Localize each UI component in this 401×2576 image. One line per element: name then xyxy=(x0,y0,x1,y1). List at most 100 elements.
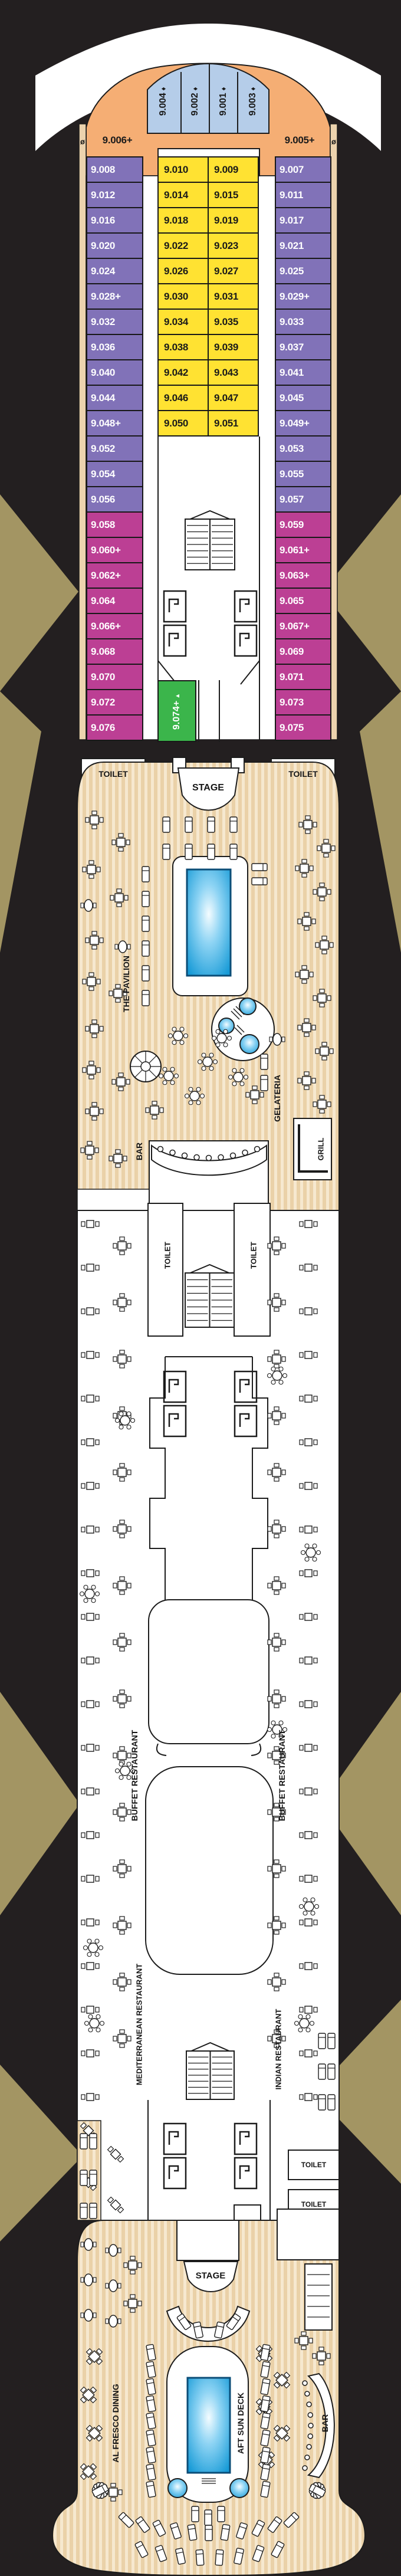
cabin-9.057[interactable]: 9.057 xyxy=(275,486,331,513)
cabin-9.037[interactable]: 9.037 xyxy=(275,334,331,360)
cabin-9.049[interactable]: 9.049+ xyxy=(275,410,331,437)
cabin-9.054[interactable]: 9.054 xyxy=(86,461,143,487)
cabin-9.060[interactable]: 9.060+ xyxy=(86,537,143,563)
cabin-9.007[interactable]: 9.007 xyxy=(275,156,331,183)
lounger-icon xyxy=(135,2516,150,2533)
cabin-9.034[interactable]: 9.034 xyxy=(157,309,209,335)
cabin-9.072[interactable]: 9.072 xyxy=(86,689,143,716)
cabin-9.026[interactable]: 9.026 xyxy=(157,258,209,284)
cabin-9.040[interactable]: 9.040 xyxy=(86,359,143,386)
table-icon xyxy=(299,1307,318,1315)
cabin-9.014[interactable]: 9.014 xyxy=(157,182,209,208)
cabin-9.025[interactable]: 9.025 xyxy=(275,258,331,284)
cabin-9.069[interactable]: 9.069 xyxy=(275,638,331,665)
cabin-9.051[interactable]: 9.051 xyxy=(208,410,259,437)
cabin-9.050[interactable]: 9.050 xyxy=(157,410,209,437)
cabin-9.070[interactable]: 9.070 xyxy=(86,664,143,690)
cabin-9.027[interactable]: 9.027 xyxy=(208,258,259,284)
cabin-9.043[interactable]: 9.043 xyxy=(208,359,259,386)
oval-table-icon xyxy=(80,2273,97,2286)
hot-tub xyxy=(239,1034,259,1054)
forward-bar-back-room xyxy=(149,1140,269,1212)
cabin-9.048[interactable]: 9.048+ xyxy=(86,410,143,437)
cabin-9.071[interactable]: 9.071 xyxy=(275,664,331,690)
table-icon xyxy=(113,1916,132,1935)
cabin-9.002[interactable]: 9.002♦ xyxy=(190,87,200,116)
cabin-9.064[interactable]: 9.064 xyxy=(86,588,143,614)
table-icon xyxy=(267,1973,286,1991)
round-table-icon xyxy=(158,1067,179,1085)
cabin-9.047[interactable]: 9.047 xyxy=(208,385,259,411)
lounger-icon xyxy=(146,2480,156,2498)
cabin-9.024[interactable]: 9.024 xyxy=(86,258,143,284)
cabin-9.058[interactable]: 9.058 xyxy=(86,511,143,538)
table-icon xyxy=(85,931,104,950)
cabin-9.017[interactable]: 9.017 xyxy=(275,207,331,234)
label-the-pavilion: THE PAVILION xyxy=(121,956,131,1012)
cabin-9.052[interactable]: 9.052 xyxy=(86,435,143,462)
cabin-9.053[interactable]: 9.053 xyxy=(275,435,331,462)
cabin-9.042[interactable]: 9.042 xyxy=(157,359,209,386)
table-icon xyxy=(81,1875,100,1883)
cabin-9.035[interactable]: 9.035 xyxy=(208,309,259,335)
cabin-9.065[interactable]: 9.065 xyxy=(275,588,331,614)
cabin-9.016[interactable]: 9.016 xyxy=(86,207,143,234)
cabin-9.008[interactable]: 9.008 xyxy=(86,156,143,183)
cabin-9.028[interactable]: 9.028+ xyxy=(86,283,143,310)
cabin-9.055[interactable]: 9.055 xyxy=(275,461,331,487)
cabin-9.044[interactable]: 9.044 xyxy=(86,385,143,411)
table-icon xyxy=(297,912,316,931)
cabin-9.030[interactable]: 9.030 xyxy=(157,283,209,310)
cabin-9.056[interactable]: 9.056 xyxy=(86,486,143,513)
cabin-9.018[interactable]: 9.018 xyxy=(157,207,209,234)
round-table-icon xyxy=(267,1720,288,1739)
cabin-9.012[interactable]: 9.012 xyxy=(86,182,143,208)
label-toilet: TOILET xyxy=(301,2161,327,2169)
cabin-9.022[interactable]: 9.022 xyxy=(157,232,209,259)
cabin-9.023[interactable]: 9.023 xyxy=(208,232,259,259)
cabin-9.005[interactable]: 9.005+ xyxy=(284,134,315,146)
cabin-9.009[interactable]: 9.009 xyxy=(208,156,259,183)
lounger-icon xyxy=(146,2446,156,2464)
cabin-9.045[interactable]: 9.045 xyxy=(275,385,331,411)
cabin-9.020[interactable]: 9.020 xyxy=(86,232,143,259)
cabin-9.011[interactable]: 9.011 xyxy=(275,182,331,208)
cabin-9.031[interactable]: 9.031 xyxy=(208,283,259,310)
table-icon xyxy=(113,1576,132,1595)
cabin-9.001[interactable]: 9.001♦ xyxy=(218,87,229,116)
cabin-9.004[interactable]: 9.004♦ xyxy=(158,87,169,116)
cabin-9.076[interactable]: 9.076 xyxy=(86,714,143,741)
cabin-9.063[interactable]: 9.063+ xyxy=(275,562,331,589)
cabin-9.074[interactable]: 9.074+▲ xyxy=(157,680,196,742)
cabin-9.062[interactable]: 9.062+ xyxy=(86,562,143,589)
cabin-9.066[interactable]: 9.066+ xyxy=(86,613,143,639)
cabin-9.006[interactable]: 9.006+ xyxy=(102,134,133,146)
lounger-icon xyxy=(217,2506,225,2522)
cabin-9.015[interactable]: 9.015 xyxy=(208,182,259,208)
cabin-9.003[interactable]: 9.003♦ xyxy=(248,87,258,116)
grill-counter-line xyxy=(298,1124,328,1173)
cabin-9.032[interactable]: 9.032 xyxy=(86,309,143,335)
lounger-icon xyxy=(146,2412,156,2430)
cabin-9.010[interactable]: 9.010 xyxy=(157,156,209,183)
cabin-9.075[interactable]: 9.075 xyxy=(275,714,331,741)
table-icon xyxy=(113,1973,132,1991)
cabin-9.068[interactable]: 9.068 xyxy=(86,638,143,665)
lounger-icon xyxy=(260,2412,271,2430)
cabin-9.019[interactable]: 9.019 xyxy=(208,207,259,234)
cabin-9.033[interactable]: 9.033 xyxy=(275,309,331,335)
cabin-9.036[interactable]: 9.036 xyxy=(86,334,143,360)
cabin-9.029[interactable]: 9.029+ xyxy=(275,283,331,310)
cabin-9.038[interactable]: 9.038 xyxy=(157,334,209,360)
cabin-9.039[interactable]: 9.039 xyxy=(208,334,259,360)
cabin-9.046[interactable]: 9.046 xyxy=(157,385,209,411)
cabin-9.061[interactable]: 9.061+ xyxy=(275,537,331,563)
bow-suite-dividers xyxy=(180,64,238,133)
cabin-9.073[interactable]: 9.073 xyxy=(275,689,331,716)
cabin-9.021[interactable]: 9.021 xyxy=(275,232,331,259)
hot-tub xyxy=(167,2478,188,2498)
cabin-9.059[interactable]: 9.059 xyxy=(275,511,331,538)
cabin-9.067[interactable]: 9.067+ xyxy=(275,613,331,639)
cabin-9.041[interactable]: 9.041 xyxy=(275,359,331,386)
